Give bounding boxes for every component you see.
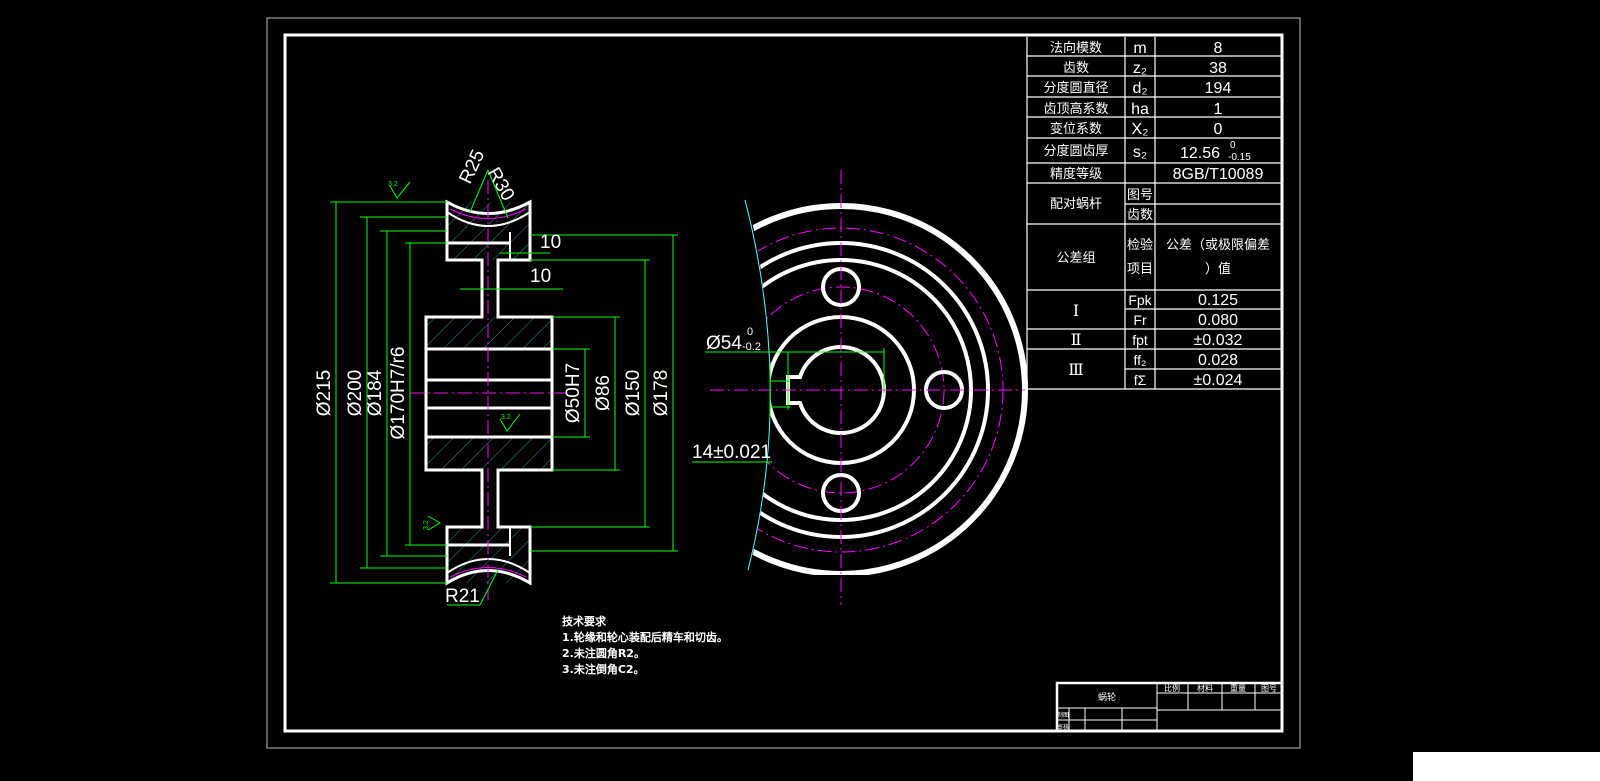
row-label: 法向模数 xyxy=(1050,40,1102,56)
dim-d200: Ø200 xyxy=(345,370,366,416)
svg-text:3.2: 3.2 xyxy=(388,181,398,188)
material-label: 材料 xyxy=(1197,683,1213,693)
row-label: 分度圆直径 xyxy=(1043,80,1108,96)
tolerance-value: 0.080 xyxy=(1198,312,1238,329)
roughness-symbol-top: 3.2 xyxy=(388,181,411,199)
wheel-outline xyxy=(424,199,554,586)
part-name: 蜗轮 xyxy=(1098,691,1116,703)
tolerance-value: 0.028 xyxy=(1198,352,1238,369)
row-value: 12.56 xyxy=(1180,145,1220,162)
inspection-label-2: 项目 xyxy=(1127,262,1153,277)
mating-teeth: 齿数 xyxy=(1127,208,1153,223)
tech-req-item: 2.未注圆角R2。 xyxy=(562,646,645,660)
drawn-by-label: 制图 xyxy=(1057,711,1069,719)
mating-worm-label: 配对蜗杆 xyxy=(1050,196,1102,212)
tolerance-group: Ⅱ xyxy=(1071,330,1082,349)
title-block: 蜗轮 比例 材料 重量 图号 制图 审核 xyxy=(1055,681,1284,733)
hub-hatch-top xyxy=(426,317,552,349)
outer-sheet-border xyxy=(266,17,1301,749)
roughness-symbol-bore: 3.2 xyxy=(499,413,521,432)
row-value: 1 xyxy=(1214,101,1223,118)
row-label: 精度等级 xyxy=(1050,166,1102,182)
bore-with-keyway xyxy=(786,345,886,435)
checked-by-label: 审核 xyxy=(1057,723,1069,731)
section-view: Ø215 Ø200 Ø184 Ø170H7/r6 Ø50H7 Ø86 Ø150 … xyxy=(314,147,678,607)
row-symbol: m xyxy=(1133,40,1146,57)
row-symbol: z₂ xyxy=(1133,60,1147,77)
tolerance-group-label: 公差组 xyxy=(1056,251,1095,266)
row-value-lower-tol: -0.15 xyxy=(1228,152,1251,163)
inspection-label-1: 检验 xyxy=(1127,237,1153,253)
tech-req-title: 技术要求 xyxy=(562,614,607,628)
tolerance-value: ±0.024 xyxy=(1194,372,1243,389)
row-label: 分度圆齿厚 xyxy=(1043,143,1108,159)
row-symbol: ha xyxy=(1131,101,1149,118)
dim-d54: Ø54 xyxy=(706,333,742,354)
tolerance-value: 0.125 xyxy=(1198,292,1238,309)
row-symbol: s₂ xyxy=(1133,144,1147,161)
dim-d150: Ø150 xyxy=(623,370,644,416)
tolerance-value-header-2: ）值 xyxy=(1205,261,1231,277)
tolerance-symbol: fpt xyxy=(1132,332,1148,348)
tolerance-group: Ⅲ xyxy=(1068,360,1083,379)
parameter-rows: 法向模数 m 8 齿数 z₂ 38 分度圆直径 d₂ 194 齿顶高系数 ha … xyxy=(1043,40,1270,389)
row-value: 8 xyxy=(1214,40,1223,57)
roughness-symbol-ring: 3.2 xyxy=(423,515,441,531)
row-symbol: d₂ xyxy=(1132,80,1147,97)
row-value-upper-tol: 0 xyxy=(1230,140,1236,151)
corner-white-block xyxy=(1413,752,1600,781)
dim-d178: Ø178 xyxy=(651,370,672,416)
svg-text:3.2: 3.2 xyxy=(423,520,430,530)
svg-text:3.2: 3.2 xyxy=(501,414,511,421)
dim-d54-group: Ø54 0 -0.2 xyxy=(706,326,761,354)
dim-key-width: 14±0.021 xyxy=(692,442,771,463)
dim-d54-lower: -0.2 xyxy=(742,341,761,353)
row-label: 齿数 xyxy=(1063,61,1089,76)
tolerance-symbol: Fpk xyxy=(1128,292,1152,308)
dim-width-10-lower: 10 xyxy=(530,266,551,287)
tech-req-item: 3.未注倒角C2。 xyxy=(562,662,645,676)
parameter-table xyxy=(1026,37,1282,390)
tech-req-item: 1.轮缘和轮心装配后精车和切齿。 xyxy=(562,630,728,644)
row-symbol: X₂ xyxy=(1132,121,1149,138)
dim-d170: Ø170H7/r6 xyxy=(388,347,409,440)
row-value: 0 xyxy=(1214,121,1223,138)
mating-drawing-no: 图号 xyxy=(1127,188,1153,203)
tolerance-symbol: Fr xyxy=(1133,312,1147,328)
dim-d215: Ø215 xyxy=(314,370,335,416)
dim-d86: Ø86 xyxy=(593,375,614,411)
technical-requirements: 技术要求 1.轮缘和轮心装配后精车和切齿。 2.未注圆角R2。 3.未注倒角C2… xyxy=(562,614,728,676)
drawing-no-label: 图号 xyxy=(1261,684,1277,693)
row-label: 变位系数 xyxy=(1050,121,1102,137)
row-value: 194 xyxy=(1205,80,1232,97)
dim-r21: R21 xyxy=(445,586,480,607)
tolerance-symbol: fΣ xyxy=(1134,372,1147,388)
tolerance-value: ±0.032 xyxy=(1194,332,1243,349)
tolerance-value-header-1: 公差（或极限偏差 xyxy=(1166,238,1270,253)
dim-width-10-upper: 10 xyxy=(540,232,561,253)
weight-label: 重量 xyxy=(1230,683,1246,693)
dim-d184: Ø184 xyxy=(365,369,386,416)
tolerance-symbol: ff₂ xyxy=(1134,352,1147,368)
inner-drawing-frame xyxy=(283,33,1284,733)
dim-r25: R25 xyxy=(455,147,489,187)
row-label: 齿顶高系数 xyxy=(1043,101,1108,117)
row-value: 8GB/T10089 xyxy=(1173,166,1264,183)
hub-hatch-bottom xyxy=(426,437,552,470)
end-view: Ø54 0 -0.2 14±0.021 xyxy=(692,170,1028,605)
dim-d50: Ø50H7 xyxy=(563,363,584,423)
tolerance-group: Ⅰ xyxy=(1073,301,1079,320)
scale-label: 比例 xyxy=(1164,683,1180,693)
dim-d54-upper: 0 xyxy=(747,326,753,338)
row-value: 38 xyxy=(1209,60,1227,77)
